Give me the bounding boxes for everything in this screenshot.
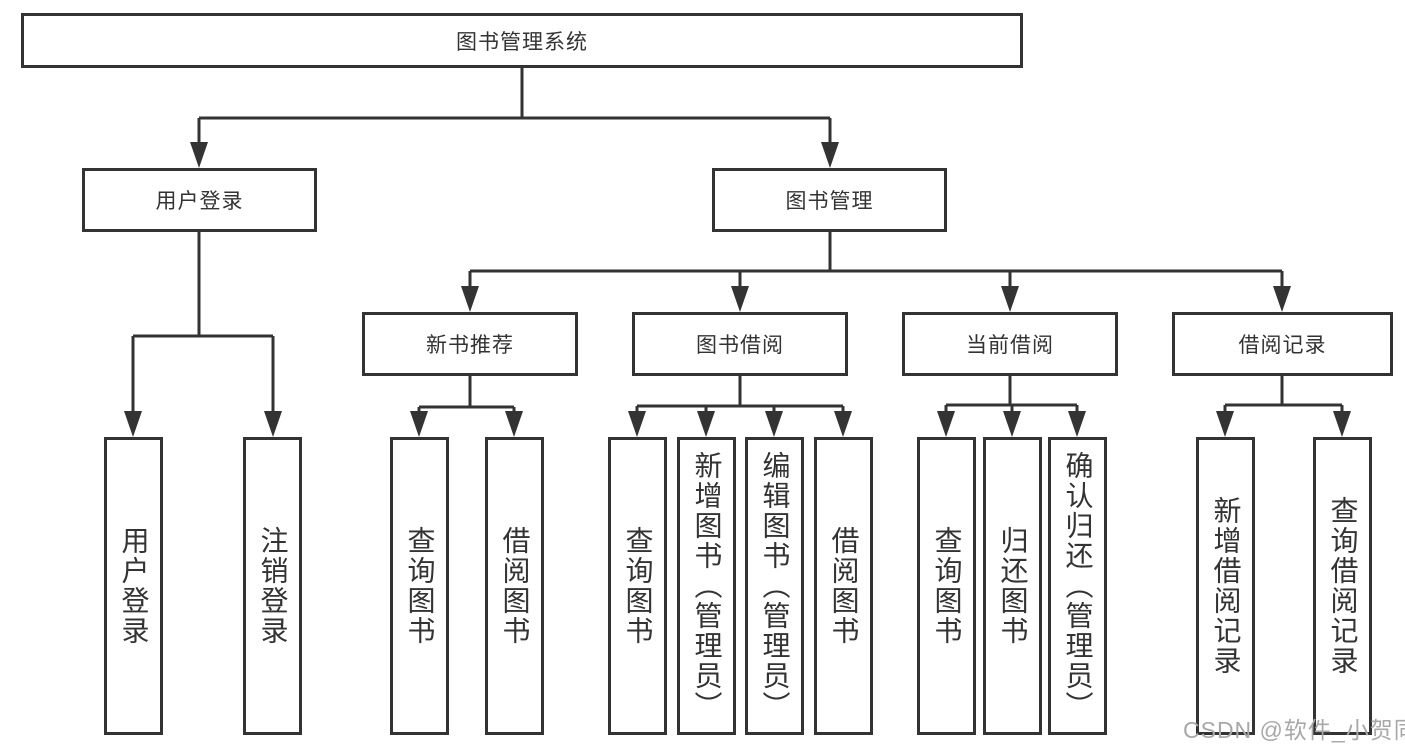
leaf-br-query-record: 查询借阅记录 [1313,437,1372,735]
arrowhead [190,142,208,168]
connector-root-to-level2 [197,68,832,150]
arrowhead [1068,411,1086,437]
arrowhead [1003,411,1021,437]
node-book-management-label: 图书管理 [785,190,874,213]
leaf-cb-query-book: 查询图书 [917,437,976,735]
node-root-label: 图书管理系统 [456,30,588,54]
arrowhead [937,411,955,437]
connector-borrowrecords-to-leaves [1223,376,1344,420]
leaf-br-query-record-label: 查询借阅记录 [1327,496,1359,676]
leaf-br-add-record-label: 新增借阅记录 [1210,496,1242,676]
node-new-book-recommend-label: 新书推荐 [426,334,514,357]
arrowhead [697,411,715,437]
connector-userlogin-to-leaves [131,232,275,420]
node-book-borrow: 图书借阅 [632,312,848,376]
arrowhead [1216,411,1234,437]
leaf-user-login-label: 用户登录 [118,526,150,646]
node-borrow-records: 借阅记录 [1172,312,1393,376]
connector-bookmgmt-to-level3 [468,232,1284,294]
arrowhead [834,411,852,437]
leaf-nbr-query-book-label: 查询图书 [404,526,436,646]
arrowhead [1333,411,1351,437]
leaf-cb-return-book: 归还图书 [983,437,1042,735]
connector-bookborrow-to-leaves [635,376,845,420]
leaf-bb-add-book-label: 新增图书（管理员） [691,451,723,721]
node-book-borrow-label: 图书借阅 [696,334,784,357]
leaf-nbr-borrow-book-label: 借阅图书 [499,526,531,646]
leaf-cb-confirm-return-label: 确认归还（管理员） [1062,451,1094,721]
arrowhead [264,411,282,437]
node-current-borrow-label: 当前借阅 [966,334,1054,357]
node-current-borrow: 当前借阅 [902,312,1118,376]
arrowhead [628,411,646,437]
leaf-br-add-record: 新增借阅记录 [1196,437,1255,735]
leaf-logout: 注销登录 [243,437,302,735]
arrowhead [461,286,479,312]
leaf-bb-borrow-book: 借阅图书 [814,437,873,735]
node-borrow-records-label: 借阅记录 [1238,334,1327,357]
watermark: CSDN @软件_小贺同学 [1183,717,1405,743]
leaf-cb-query-book-label: 查询图书 [931,526,963,646]
leaf-user-login: 用户登录 [104,437,163,735]
leaf-logout-label: 注销登录 [257,526,289,646]
leaf-bb-query-book-label: 查询图书 [622,526,654,646]
node-book-management: 图书管理 [712,168,947,232]
leaf-bb-query-book: 查询图书 [608,437,667,735]
arrowhead [731,286,749,312]
arrowheads [124,142,1351,437]
arrowhead [1273,286,1291,312]
arrowhead [410,411,428,437]
arrowhead [821,142,839,168]
leaf-nbr-borrow-book: 借阅图书 [485,437,544,735]
leaf-cb-confirm-return: 确认归还（管理员） [1048,437,1107,735]
arrowhead [765,411,783,437]
leaf-bb-edit-book-label: 编辑图书（管理员） [759,451,791,721]
leaf-bb-add-book: 新增图书（管理员） [677,437,736,735]
leaf-bb-edit-book: 编辑图书（管理员） [745,437,804,735]
arrowhead [505,411,523,437]
leaf-cb-return-book-label: 归还图书 [997,526,1029,646]
arrowhead [124,411,142,437]
node-user-login-label: 用户登录 [155,190,244,213]
connector-newbookrec-to-leaves [417,376,516,420]
node-root: 图书管理系统 [21,13,1023,68]
node-user-login: 用户登录 [82,168,317,232]
leaf-bb-borrow-book-label: 借阅图书 [828,526,860,646]
leaf-nbr-query-book: 查询图书 [390,437,449,735]
arrowhead [1001,286,1019,312]
node-new-book-recommend: 新书推荐 [362,312,578,376]
